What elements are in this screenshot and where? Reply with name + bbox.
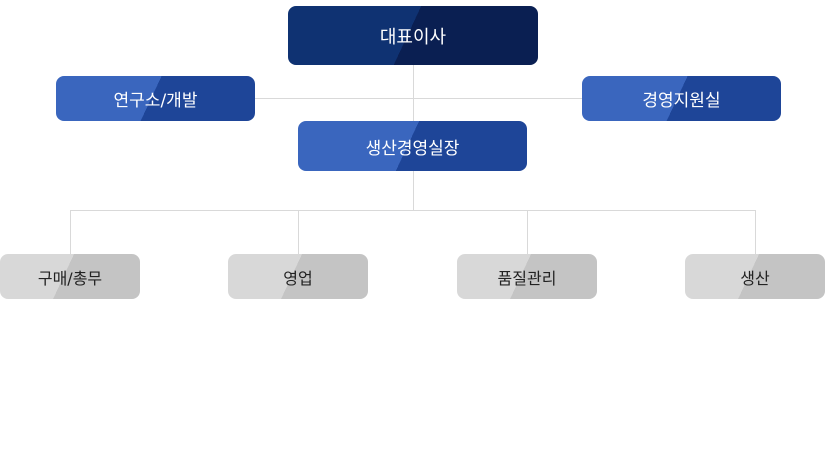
department-node-production: 생산 <box>685 254 825 299</box>
department-label: 영업 <box>283 268 313 288</box>
ceo-label: 대표이사 <box>379 26 447 48</box>
department-drop-connector-2 <box>298 210 299 254</box>
department-drop-connector-1 <box>70 210 71 254</box>
department-horizontal-connector <box>70 210 756 211</box>
department-node-purchasing: 구매/총무 <box>0 254 140 299</box>
department-drop-connector-3 <box>527 210 528 254</box>
ceo-node: 대표이사 <box>288 6 538 65</box>
department-label: 생산 <box>740 268 770 288</box>
staff-horizontal-connector <box>255 98 582 99</box>
department-label: 구매/총무 <box>37 268 103 288</box>
production-manager-label: 생산경영실장 <box>365 138 460 159</box>
ceo-vertical-connector <box>413 65 414 121</box>
department-label: 품질관리 <box>497 268 557 288</box>
manager-vertical-connector <box>413 171 414 210</box>
department-node-quality: 품질관리 <box>457 254 597 299</box>
management-support-label: 경영지원실 <box>642 91 721 111</box>
research-node: 연구소/개발 <box>56 76 255 121</box>
production-manager-node: 생산경영실장 <box>298 121 527 171</box>
management-support-node: 경영지원실 <box>582 76 781 121</box>
department-node-sales: 영업 <box>228 254 368 299</box>
department-drop-connector-4 <box>755 210 756 254</box>
research-label: 연구소/개발 <box>113 91 198 111</box>
